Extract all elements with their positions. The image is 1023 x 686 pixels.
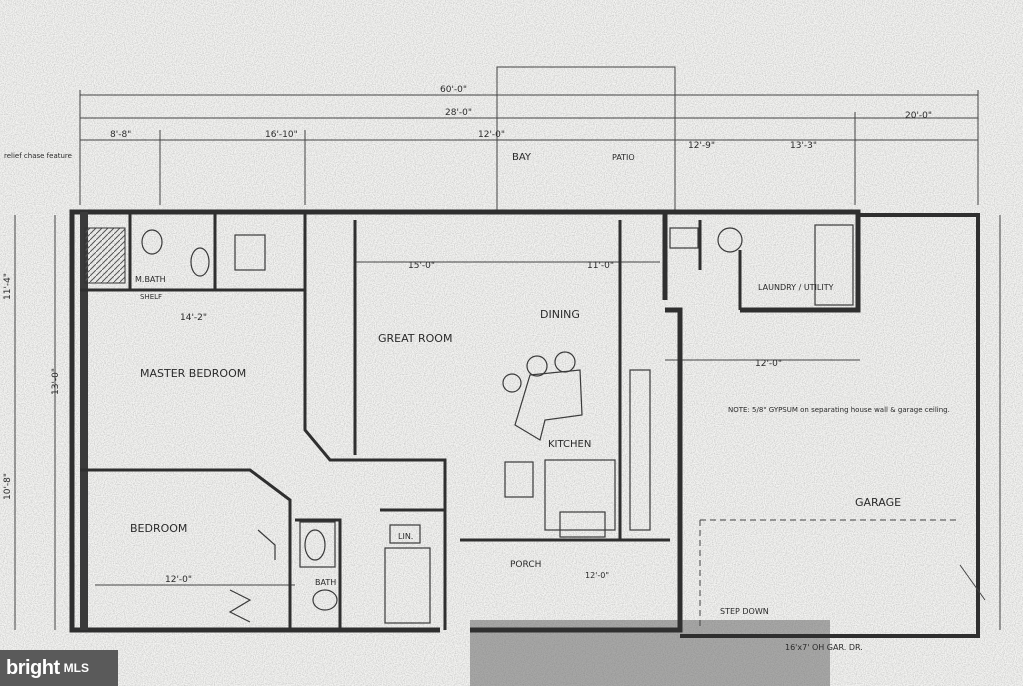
linen-label: LIN. [398,532,413,541]
dim-seg-left: 8'-8" [110,130,131,140]
master-bath-label: M.BATH [135,275,166,284]
garage-door-label: 16'x7' OH GAR. DR. [785,643,863,652]
dim-overall-second: 28'-0" [445,108,472,118]
patio-label: PATIO [612,153,635,162]
dining-label: DINING [540,308,580,321]
dim-bath-w: 12'-0" [585,571,609,580]
dimension-lines [14,66,1001,630]
exterior-walls [69,209,980,638]
room-labels: relief chase feature M.BATH SHELF GREAT … [4,152,950,652]
kitchen-label: KITCHEN [548,439,591,450]
laundry-label: LAUNDRY / UTILITY [758,283,834,292]
watermark-suffix: MLS [63,661,89,675]
watermark-brand: bright [6,656,60,679]
master-bedroom-label: MASTER BEDROOM [140,367,246,380]
bay-label: BAY [512,152,532,163]
dim-bedroom-w: 12'-0" [165,575,192,585]
dim-seg-center: 12'-0" [478,130,505,140]
bath-label: BATH [315,578,336,587]
dim-seg-mid: 16'-10" [265,130,298,140]
wall-note-label: relief chase feature [4,152,72,160]
dim-great-room: 15'-0" [408,261,435,271]
porch-label: PORCH [510,560,541,570]
mls-watermark: bright MLS [0,650,118,686]
garage-label: GARAGE [855,496,901,509]
dim-left-lower: 10'-8" [3,473,13,500]
dim-seg-right2: 13'-3" [790,141,817,151]
dimension-labels: 60'-0" 28'-0" 20'-0" 8'-8" 16'-10" 12'-0… [3,85,932,585]
dim-overall-top: 60'-0" [440,85,467,95]
shelf-label: SHELF [140,293,162,301]
dim-dining: 11'-0" [587,261,614,271]
fixtures [84,224,986,630]
great-room-label: GREAT ROOM [378,332,452,345]
dim-master-h: 13'-0" [51,368,61,395]
step-down-label: STEP DOWN [720,607,769,616]
garage-note-label: NOTE: 5/8" GYPSUM on separating house wa… [728,406,950,414]
dim-master-w: 14'-2" [180,313,207,323]
dim-left-upper: 11'-4" [3,273,13,300]
dim-right-top: 20'-0" [905,111,932,121]
bedroom-label: BEDROOM [130,522,187,535]
interior-walls [80,212,742,630]
dim-seg-right1: 12'-9" [688,141,715,151]
dim-garage-side: 12'-0" [755,359,782,369]
